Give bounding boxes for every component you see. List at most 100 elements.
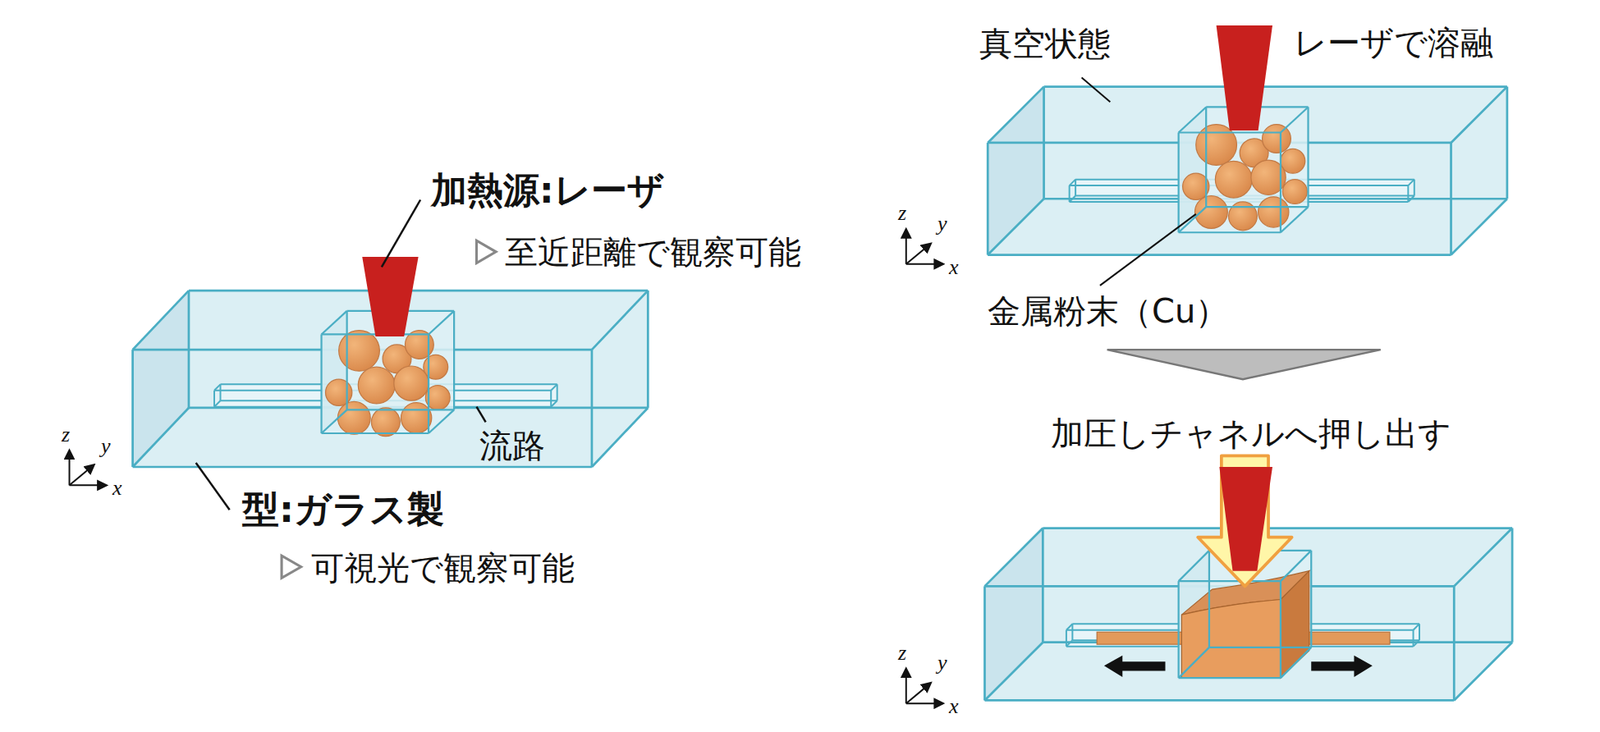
flow-channel xyxy=(550,400,557,407)
glass-mold xyxy=(986,142,990,256)
flow-channel xyxy=(1068,185,1071,202)
glass-mold xyxy=(132,466,592,469)
powder-cavity xyxy=(1178,580,1281,583)
axes xyxy=(69,229,944,705)
bullet-triangle xyxy=(281,555,302,578)
axis-label: z xyxy=(898,200,907,226)
glass-mold xyxy=(1453,642,1513,702)
powder-cavity xyxy=(1178,231,1281,234)
pressed-mold xyxy=(984,455,1513,701)
laser-beam xyxy=(362,256,418,337)
powder-cavity xyxy=(1280,206,1309,233)
step-arrow xyxy=(1107,349,1381,380)
flow-channel xyxy=(1412,630,1415,647)
leader-line xyxy=(1081,77,1111,102)
powder-cavity xyxy=(1178,581,1180,679)
glass-mold xyxy=(1042,527,1513,530)
flow-channel xyxy=(214,384,221,390)
glass-mold xyxy=(987,198,1044,255)
channel-label: 流路 xyxy=(479,426,546,466)
axis-label: y xyxy=(937,650,948,676)
mold-label: 型:ガラス製 xyxy=(242,487,445,532)
glass-mold xyxy=(984,528,1043,702)
axis-label: y xyxy=(100,433,111,459)
powder-cavity xyxy=(1209,646,1312,649)
flow-channel xyxy=(556,384,559,401)
glass-mold xyxy=(987,253,1451,257)
glass-mold xyxy=(1453,586,1456,701)
powder-label: 金属粉末（Cu） xyxy=(987,291,1229,331)
leader-line xyxy=(1100,214,1197,286)
flow-channel xyxy=(1069,196,1076,202)
flow-channel xyxy=(1069,179,1076,186)
axis-label: x xyxy=(112,475,123,501)
powder-cavity xyxy=(1178,132,1180,234)
flow-channel xyxy=(1407,196,1414,202)
glass-mold xyxy=(1449,142,1453,256)
powder-cavity xyxy=(1306,106,1309,207)
powder-cavity xyxy=(1279,132,1282,234)
powder-cavity xyxy=(1310,550,1312,648)
powder-cavity xyxy=(427,334,430,434)
powder-cavity xyxy=(428,409,454,434)
flow-channel xyxy=(213,390,216,408)
glass-mold xyxy=(987,87,1044,256)
state-label: 真空状態 xyxy=(979,23,1111,64)
powder-cavity xyxy=(1205,206,1308,208)
flow-channel xyxy=(1407,185,1409,202)
axis-label: x xyxy=(948,693,959,720)
glass-mold xyxy=(984,642,1043,702)
powder-cavity xyxy=(320,334,322,434)
note-text: 至近距離で観察可能 xyxy=(504,232,802,272)
laser-label: レーザで溶融 xyxy=(1293,22,1494,63)
note-text: 可視光で観察可能 xyxy=(311,548,575,588)
glass-mold xyxy=(984,528,1043,587)
powder-cavity xyxy=(453,311,455,411)
powder-cavity xyxy=(1178,131,1281,133)
powder-cavity xyxy=(1208,550,1211,648)
laser-beam xyxy=(1216,25,1273,131)
flow-channel xyxy=(1413,623,1420,630)
flow-channel xyxy=(550,384,557,390)
powder-cavity xyxy=(321,333,430,335)
powder-cavity xyxy=(1178,550,1210,582)
powder-cavity xyxy=(321,409,348,434)
glass-mold xyxy=(983,586,986,701)
powder-cavity xyxy=(1178,106,1207,133)
powder-cavity xyxy=(1280,647,1312,679)
powder-cavity xyxy=(347,408,455,411)
flow-channel xyxy=(1066,640,1073,647)
flow-channel xyxy=(1074,179,1077,197)
glass-mold xyxy=(1453,528,1513,587)
pressure-arrow xyxy=(1197,455,1292,587)
glass-mold xyxy=(1511,528,1514,643)
flow-channel xyxy=(1066,623,1073,630)
glass-mold xyxy=(132,290,189,350)
leader-line xyxy=(476,407,486,423)
leader-line xyxy=(196,463,230,510)
powder-cavity xyxy=(321,432,430,435)
powder-cavity xyxy=(428,311,454,335)
bullet-triangle xyxy=(476,240,496,263)
powder-cavity xyxy=(1279,581,1282,679)
molten-copper xyxy=(1181,599,1281,679)
step-label: 加圧しチャネルへ押し出す xyxy=(1050,413,1452,454)
glass-mold xyxy=(591,349,594,468)
metal-powder xyxy=(325,330,451,437)
glass-mold xyxy=(188,289,648,293)
flow-channel xyxy=(550,390,552,408)
laser-beam xyxy=(1219,467,1273,572)
axis-label: z xyxy=(898,640,907,666)
flow-channel xyxy=(1065,630,1068,647)
glass-mold xyxy=(591,408,648,468)
powder-cavity xyxy=(345,311,348,411)
flow-arrow xyxy=(1104,655,1166,678)
glass-mold xyxy=(1044,85,1508,88)
glass-mold xyxy=(132,290,189,468)
glass-mold xyxy=(1506,87,1509,200)
axis-label: z xyxy=(61,421,70,448)
powder-cavity xyxy=(1178,206,1207,233)
axis-label: y xyxy=(937,210,948,237)
powder-cavity xyxy=(1280,106,1309,133)
axis-label: x xyxy=(948,254,959,280)
